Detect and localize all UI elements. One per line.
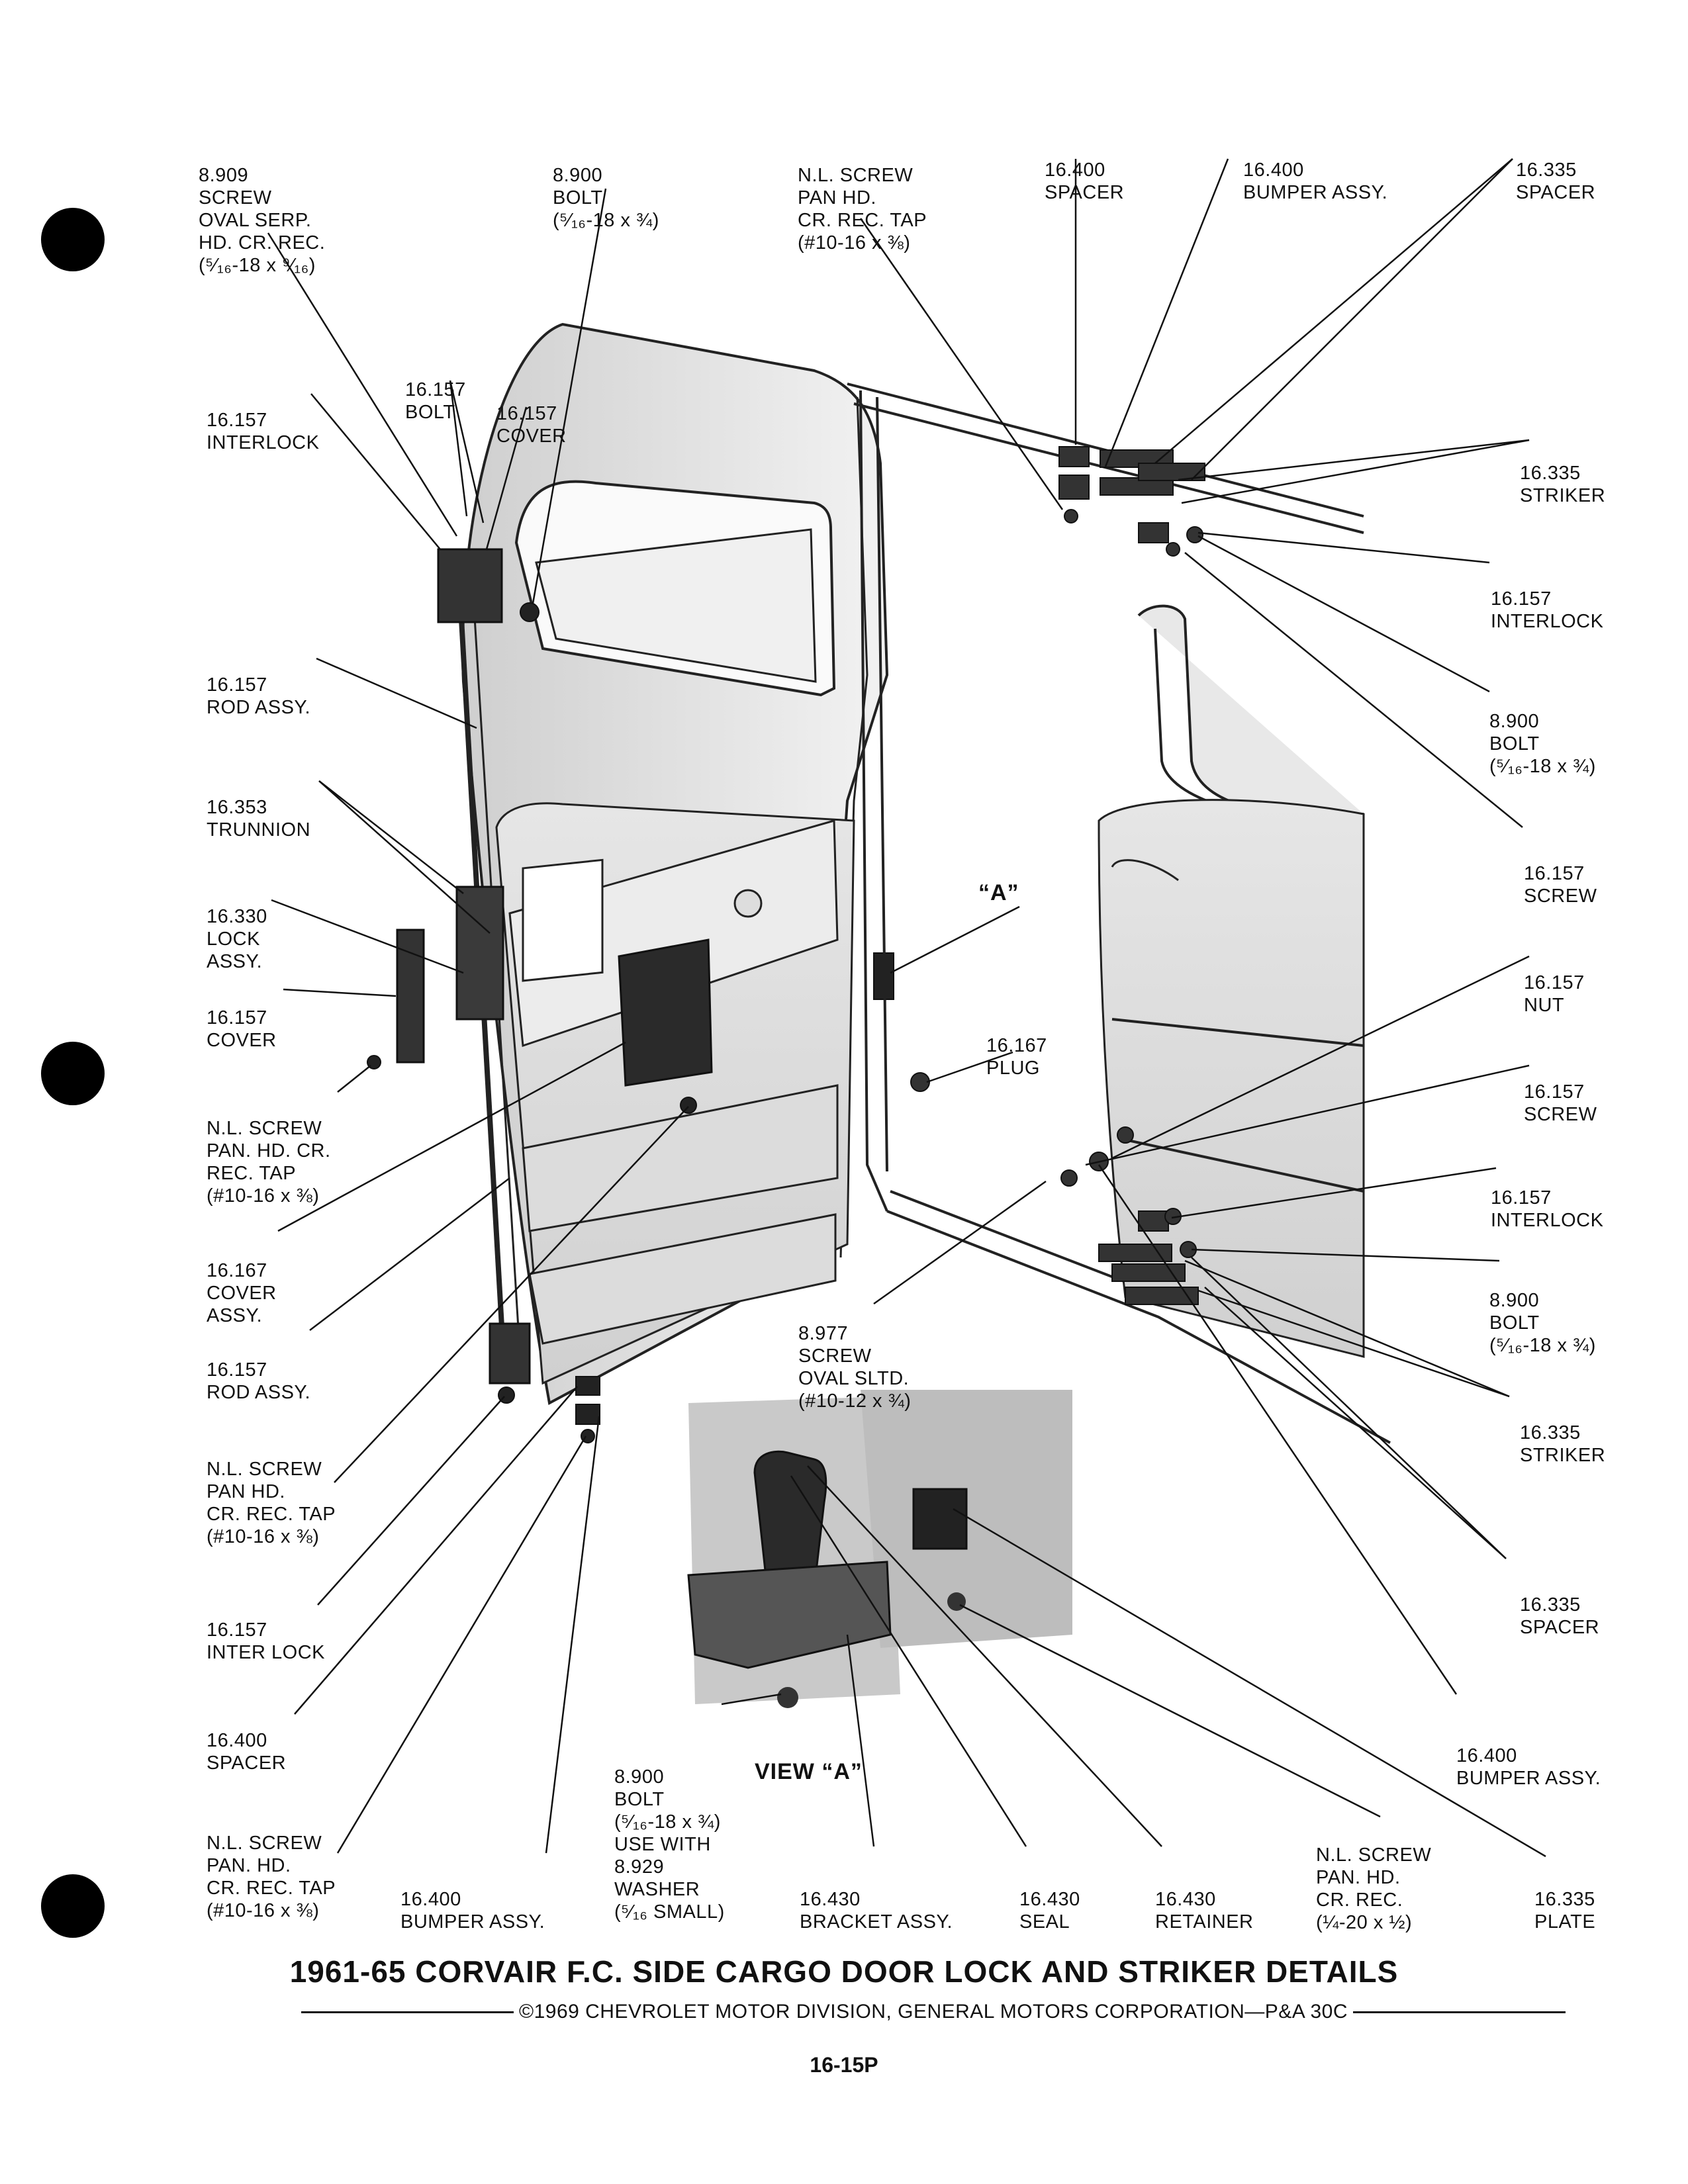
binder-hole-bottom xyxy=(41,1874,105,1938)
rule-right xyxy=(1353,2011,1566,2013)
binder-hole-top xyxy=(41,208,105,271)
copyright-text: ©1969 CHEVROLET MOTOR DIVISION, GENERAL … xyxy=(518,2001,1348,2023)
cover-assy-plate xyxy=(618,938,713,1087)
cargo-door xyxy=(461,322,889,1406)
lower-striker-group xyxy=(910,1072,1199,1305)
view-a-marker: “A” xyxy=(978,880,1019,905)
copyright-line: ©1969 CHEVROLET MOTOR DIVISION, GENERAL … xyxy=(301,2001,1566,2023)
body-opening xyxy=(847,383,1391,1444)
rule-left xyxy=(301,2011,514,2013)
interlock-top xyxy=(437,548,503,623)
interlock-bottom xyxy=(489,1322,531,1385)
page-number: 16-15P xyxy=(810,2053,878,2077)
page-title: 1961-65 CORVAIR F.C. SIDE CARGO DOOR LOC… xyxy=(289,1954,1399,1989)
binder-hole-middle xyxy=(41,1042,105,1105)
lock-assy xyxy=(455,886,504,1021)
view-a-label: VIEW “A” xyxy=(755,1759,863,1784)
leader-lines xyxy=(267,158,1546,1858)
upper-striker-group xyxy=(1058,446,1205,557)
view-a-inset xyxy=(687,1390,1072,1708)
